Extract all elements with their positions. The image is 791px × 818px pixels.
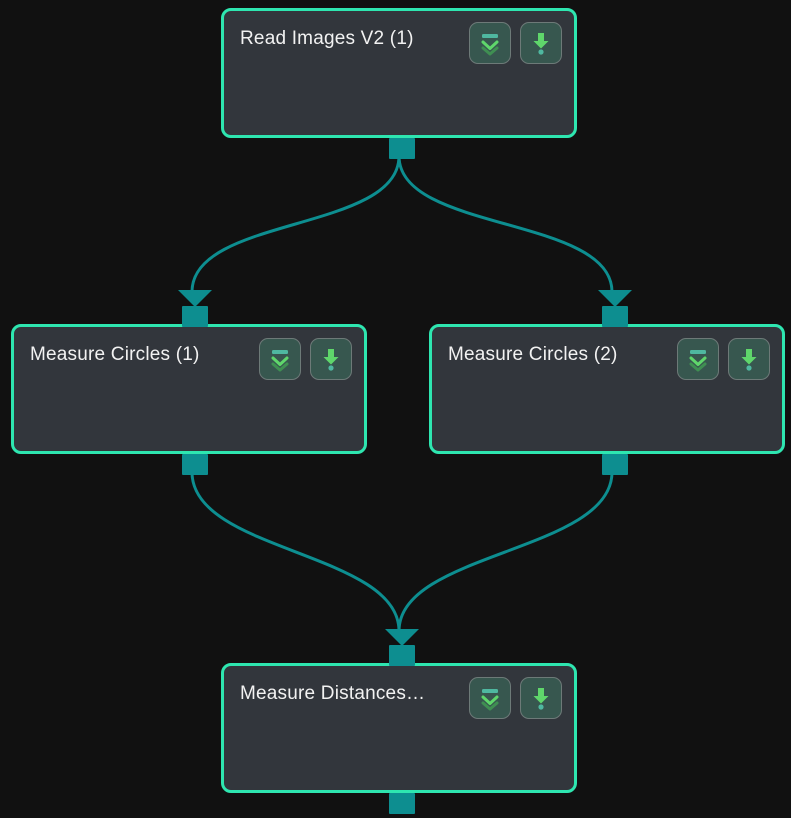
edge-circles1-to-distances xyxy=(190,471,401,632)
node-button-group xyxy=(469,677,562,719)
node-read-images-v2-1[interactable]: Read Images V2 (1) xyxy=(221,8,577,159)
output-port[interactable] xyxy=(602,454,628,475)
step-download-icon[interactable] xyxy=(520,22,562,64)
step-download-icon[interactable] xyxy=(728,338,770,380)
collapse-icon[interactable] xyxy=(677,338,719,380)
collapse-icon[interactable] xyxy=(469,22,511,64)
node-button-group xyxy=(677,338,770,380)
node-title: Measure Distances… xyxy=(240,683,426,704)
edge-read-to-circles2 xyxy=(397,155,614,293)
node-measure-distances[interactable]: Measure Distances… xyxy=(221,629,577,814)
input-port[interactable] xyxy=(385,629,419,666)
edge-circles2-to-distances xyxy=(397,471,614,632)
node-title: Measure Circles (2) xyxy=(448,344,618,365)
output-port[interactable] xyxy=(389,793,415,814)
node-title: Measure Circles (1) xyxy=(30,344,200,365)
step-download-icon[interactable] xyxy=(310,338,352,380)
node-button-group xyxy=(259,338,352,380)
edge-read-to-circles1 xyxy=(190,155,401,293)
output-port[interactable] xyxy=(182,454,208,475)
collapse-icon[interactable] xyxy=(259,338,301,380)
input-port[interactable] xyxy=(598,290,632,327)
node-title: Read Images V2 (1) xyxy=(240,28,414,49)
input-port[interactable] xyxy=(178,290,212,327)
collapse-icon[interactable] xyxy=(469,677,511,719)
step-download-icon[interactable] xyxy=(520,677,562,719)
node-measure-circles-2[interactable]: Measure Circles (2) xyxy=(429,290,785,475)
node-button-group xyxy=(469,22,562,64)
node-measure-circles-1[interactable]: Measure Circles (1) xyxy=(11,290,367,475)
output-port[interactable] xyxy=(389,138,415,159)
